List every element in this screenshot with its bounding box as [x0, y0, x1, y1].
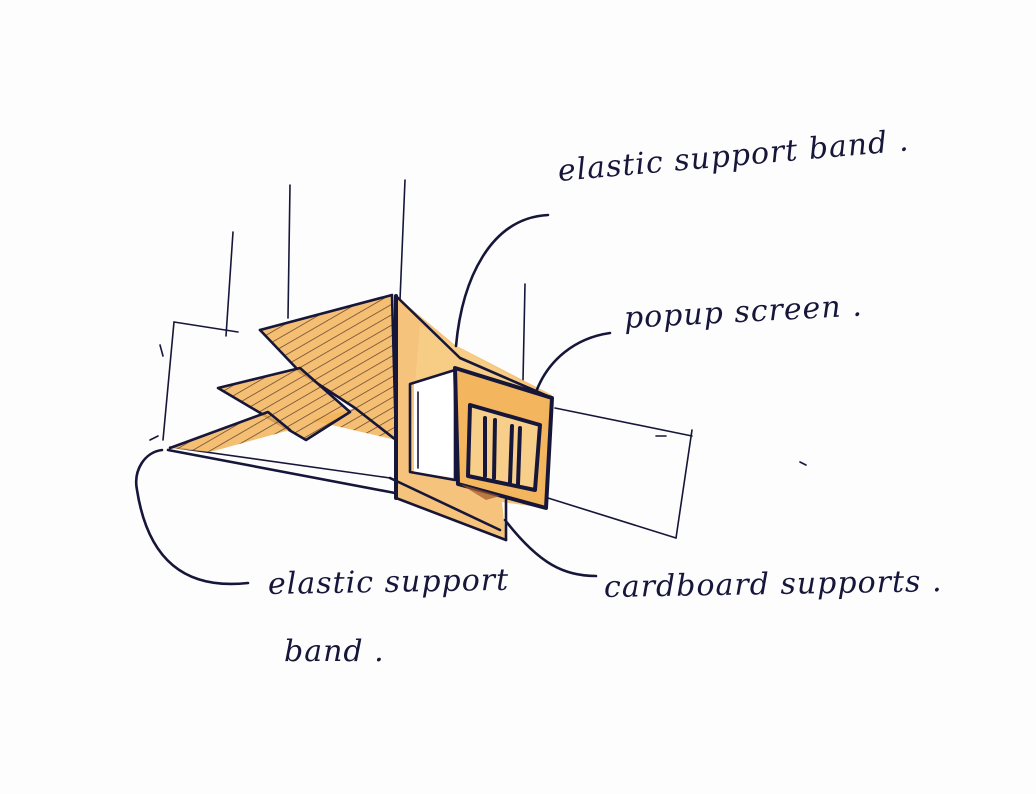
label-cardboard-supports: cardboard supports . [604, 560, 943, 610]
viewer-box [390, 296, 552, 540]
label-elastic-support-band-left-line2: band . [284, 630, 385, 674]
label-elastic-support-band-left: elastic support [268, 559, 510, 607]
side-flaps [170, 295, 396, 452]
